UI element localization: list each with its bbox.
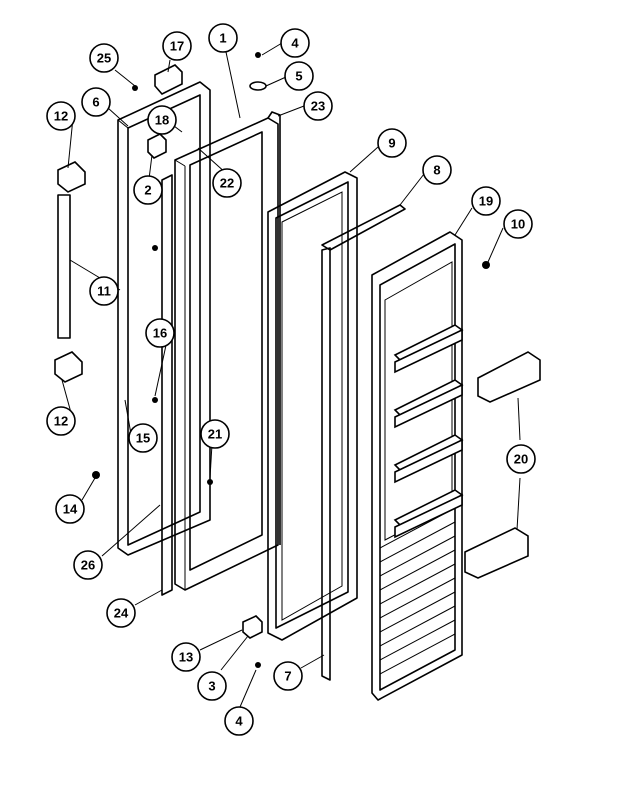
callout: 1 (208, 23, 238, 53)
callout-label: 24 (114, 606, 129, 621)
callout-label: 17 (170, 39, 184, 54)
callout-label: 11 (97, 284, 111, 299)
callout-label: 16 (153, 326, 167, 341)
door-gasket (267, 171, 358, 641)
leader-lines (61, 42, 504, 708)
door-shelf (393, 489, 464, 539)
callout: 17 (162, 31, 192, 61)
door-shelf (393, 324, 464, 374)
callout: 12 (46, 406, 76, 436)
callout-label: 4 (235, 714, 243, 729)
callout: 22 (212, 168, 242, 198)
callout-label: 3 (208, 679, 215, 694)
callout: 4 (280, 28, 310, 58)
callout: 14 (55, 494, 85, 524)
callout-label: 25 (97, 51, 111, 66)
callout-label: 9 (388, 136, 395, 151)
callout-label: 22 (220, 176, 234, 191)
callout: 7 (273, 661, 303, 691)
callout-label: 8 (433, 163, 440, 178)
callout-label: 26 (81, 558, 95, 573)
door-outer-panel (371, 231, 463, 701)
callout-label: 2 (144, 183, 151, 198)
callout: 4 (224, 706, 254, 736)
callout-label: 12 (54, 109, 68, 124)
callout-label: 19 (479, 194, 493, 209)
liner-frame (267, 111, 281, 545)
callout: 9 (377, 128, 407, 158)
callout: 24 (106, 598, 136, 628)
callout: 15 (128, 423, 158, 453)
callout-label: 23 (311, 99, 325, 114)
callout: 21 (200, 419, 230, 449)
upper-hinge-bracket (57, 161, 86, 193)
ribbed-lower-panel (379, 507, 456, 675)
callout-label: 1 (219, 31, 226, 46)
door-handle (464, 351, 541, 579)
callout-label: 4 (291, 36, 299, 51)
callout: 6 (81, 87, 111, 117)
callout-label: 15 (136, 431, 150, 446)
breaker-strip (321, 204, 406, 681)
callout: 16 (145, 318, 175, 348)
callout-label: 21 (208, 427, 222, 442)
door-shelf (393, 434, 464, 484)
callout: 8 (422, 155, 452, 185)
callout-label: 6 (92, 95, 99, 110)
rear-hinge-frame (117, 81, 211, 556)
callout-label: 20 (514, 452, 528, 467)
callout: 19 (471, 186, 501, 216)
callout-label: 14 (63, 502, 78, 517)
callout: 18 (147, 105, 177, 135)
callout: 10 (503, 209, 533, 239)
callout: 20 (506, 444, 536, 474)
callout: 3 (197, 671, 227, 701)
callout: 25 (89, 43, 119, 73)
vertical-strip (161, 174, 173, 596)
callout: 5 (284, 61, 314, 91)
callout: 26 (73, 550, 103, 580)
lower-hinge-bracket (54, 351, 83, 383)
callout: 2 (133, 175, 163, 205)
callout-label: 7 (284, 669, 291, 684)
hinge-pin-rod (57, 194, 71, 339)
callout-label: 12 (54, 414, 68, 429)
callout-label: 13 (179, 650, 193, 665)
callout-label: 18 (155, 113, 169, 128)
door-shelf (393, 379, 464, 429)
callout-label: 5 (295, 69, 302, 84)
callout-label: 10 (511, 217, 525, 232)
callout: 12 (46, 101, 76, 131)
hinge-hardware (92, 52, 490, 668)
callout: 11 (89, 276, 119, 306)
callout: 13 (171, 642, 201, 672)
callout: 23 (303, 91, 333, 121)
